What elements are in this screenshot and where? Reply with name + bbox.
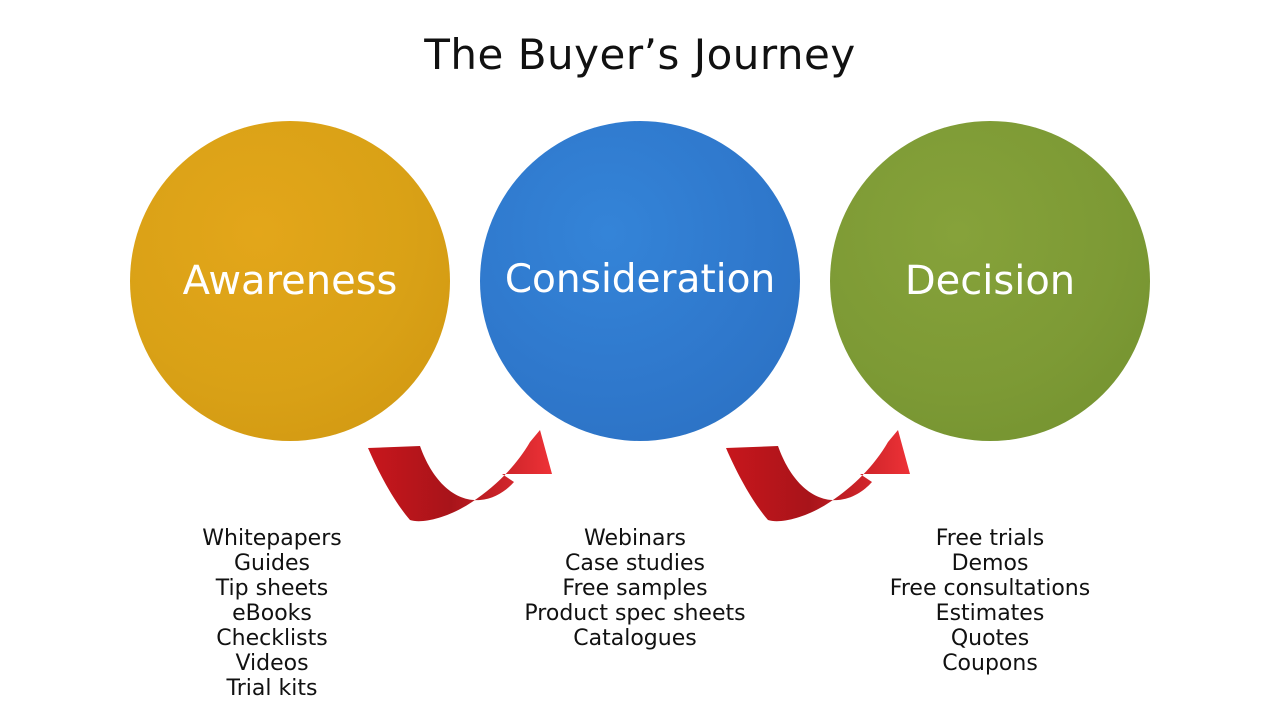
list-item: Catalogues [573, 626, 697, 651]
list-item: Free consultations [889, 576, 1091, 601]
list-item: Case studies [565, 551, 705, 576]
list-item: Demos [951, 551, 1029, 576]
stage-awareness-circle: Awareness [130, 121, 450, 441]
stage-label-consideration: Consideration [504, 256, 776, 302]
list-item: Whitepapers [202, 526, 342, 551]
list-item: Checklists [216, 626, 328, 651]
curved-arrow-icon [726, 430, 910, 522]
curved-arrow-icon [368, 430, 552, 522]
page-title: The Buyer’s Journey [424, 30, 856, 79]
stage-consideration-circle: Consideration [480, 121, 800, 441]
list-item: Webinars [583, 526, 686, 551]
list-item: Estimates [935, 601, 1045, 626]
decision-content-list: Free trials Demos Free consultations Est… [865, 526, 1115, 676]
list-item: Product spec sheets [524, 601, 746, 626]
list-item: Guides [233, 551, 311, 576]
consideration-content-list: Webinars Case studies Free samples Produ… [490, 526, 780, 651]
list-item: Coupons [942, 651, 1038, 676]
list-item: Quotes [950, 626, 1030, 651]
stage-decision-circle: Decision [830, 121, 1150, 441]
list-item: eBooks [232, 601, 312, 626]
list-item: Free samples [562, 576, 708, 601]
list-item: Tip sheets [215, 576, 329, 601]
awareness-content-list: Whitepapers Guides Tip sheets eBooks Che… [172, 526, 372, 701]
list-item: Videos [235, 651, 309, 676]
stage-label-awareness: Awareness [182, 258, 398, 304]
list-item: Trial kits [226, 676, 318, 701]
stage-label-decision: Decision [904, 258, 1076, 304]
list-item: Free trials [935, 526, 1045, 551]
